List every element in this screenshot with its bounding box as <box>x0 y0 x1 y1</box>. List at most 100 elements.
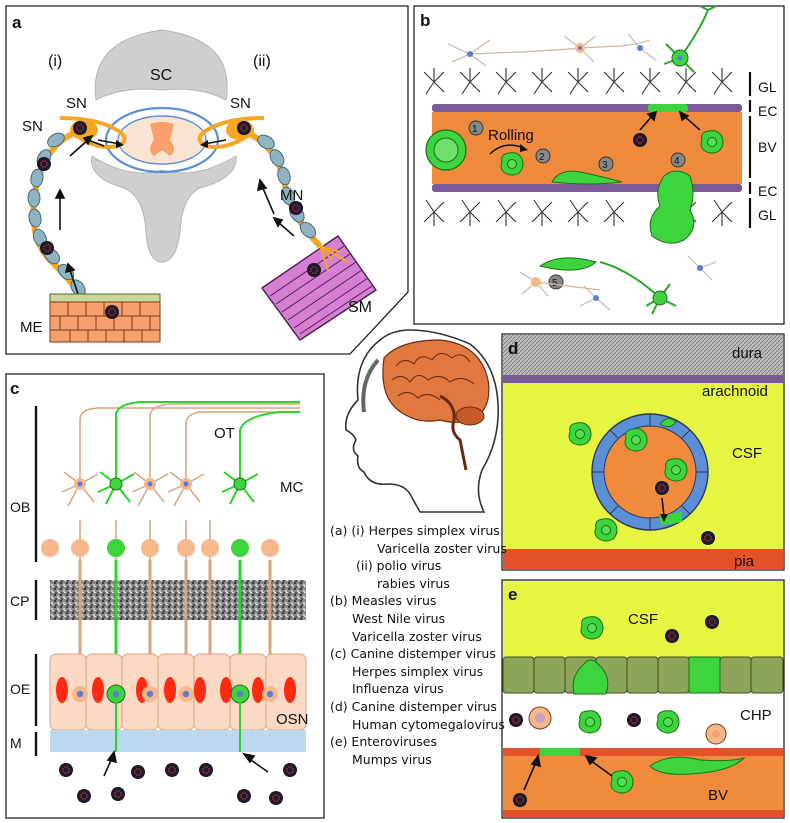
meninges-ring <box>104 106 220 174</box>
panel-b: b <box>413 5 785 325</box>
cell-chp-2 <box>705 723 727 745</box>
step-4-marker <box>670 152 686 168</box>
legend-line: Herpes simplex virus <box>352 663 484 679</box>
sm-label: SM <box>348 299 372 316</box>
mn-label: MN <box>280 187 303 204</box>
me-label: ME <box>20 319 43 336</box>
leukocyte-in-vessel-d <box>624 428 648 452</box>
infected-glomerulus-2 <box>231 539 249 557</box>
panel-a-letter: a <box>12 13 22 32</box>
skin-epithelium <box>49 301 161 343</box>
virus-left-axon-1 <box>36 156 52 172</box>
brain-folds <box>391 353 475 401</box>
legend-line: Varicella zoster virus <box>377 540 507 556</box>
cribriform-plate <box>50 580 306 620</box>
bv-label-e: BV <box>708 787 728 804</box>
right-nerve-root <box>197 116 265 149</box>
epidermis-top <box>49 293 161 303</box>
rolling-label: Rolling <box>488 127 534 144</box>
neurons-top-pale <box>447 33 657 67</box>
left-nerve-root <box>59 116 127 149</box>
adhered-leukocyte-e <box>649 756 746 775</box>
dura-label: dura <box>732 345 763 362</box>
cerebellum <box>455 406 485 426</box>
leukocyte-csf-e <box>580 616 604 640</box>
ob-label: OB <box>10 499 30 515</box>
csf-label-d: CSF <box>732 445 762 462</box>
choroid-plexus-epithelium <box>502 656 784 694</box>
sn-label-left: SN <box>22 118 43 135</box>
step-3-label: 3 <box>602 160 608 171</box>
legend-line: (c) Canine distemper virus <box>330 646 496 662</box>
gray-matter <box>150 122 174 156</box>
sn-label-left-top: SN <box>66 95 87 112</box>
blood-vessel-e <box>503 756 783 812</box>
infected-leukocyte-2 <box>500 152 524 176</box>
virus-left-axon-2 <box>39 240 55 256</box>
ec-bottom-label: EC <box>758 183 777 199</box>
glia-top-layer <box>423 68 733 95</box>
infected-leukocyte-vessel <box>700 130 724 154</box>
spinal-cord-dorsal-shape <box>94 29 228 101</box>
virus-chp-2 <box>626 712 642 728</box>
dura-layer <box>503 335 783 375</box>
panel-b-letter: b <box>420 11 430 30</box>
step-4-label: 4 <box>674 156 680 167</box>
olfactory-axons <box>78 560 272 660</box>
adhered-leukocyte <box>551 170 623 185</box>
panel-c-entry-arrows <box>103 750 269 777</box>
virus-chp-1 <box>508 712 524 728</box>
step-3-marker <box>598 156 614 172</box>
panel-e-letter: e <box>508 585 517 604</box>
csf-region-e <box>503 581 783 657</box>
vessel-wall-bottom-e <box>503 810 783 817</box>
mucus-layer <box>50 730 306 752</box>
legend-line: Influenza virus <box>352 681 444 697</box>
oe-label: OE <box>10 681 30 697</box>
panel-a: a (i) (ii) SC SN SN SN <box>5 5 409 355</box>
olfactory-epithelium <box>49 653 307 731</box>
sustentacular-nuclei <box>56 677 296 703</box>
virus-vessel <box>632 132 648 148</box>
panel-e: e CSF CHP <box>501 579 785 819</box>
infected-neuron-bottom <box>599 261 677 315</box>
legend-line: West Nile virus <box>352 610 446 626</box>
left-myelin-sheaths <box>27 132 86 297</box>
step-1-label: 1 <box>472 124 478 135</box>
leukocyte-chp-2 <box>656 710 680 734</box>
panel-e-arrows <box>523 754 613 791</box>
blood-vessel-lumen <box>432 112 742 184</box>
muscle-fibers <box>269 245 373 335</box>
panel-a-sub-i: (i) <box>48 53 62 70</box>
infected-neuron-top <box>663 5 717 73</box>
legend-line: (a) (i) Herpes simplex virus <box>330 523 500 538</box>
transmigrating-leukocyte <box>649 170 695 244</box>
chp-label: CHP <box>740 707 772 724</box>
arachnoid-label: arachnoid <box>702 383 768 400</box>
pia-label: pia <box>734 553 755 570</box>
ot-label: OT <box>214 425 235 442</box>
head-illustration <box>344 329 499 513</box>
mitral-cells-infected <box>97 401 300 505</box>
infected-osn <box>106 684 250 704</box>
vertebral-body-shape <box>91 155 237 263</box>
legend-line: (e) Enteroviruses <box>330 734 437 750</box>
infected-dendrites <box>115 702 241 752</box>
transmigrating-leukocyte-e <box>572 659 609 695</box>
brainstem <box>439 394 468 471</box>
arrow-d <box>661 497 665 517</box>
virus-csf-d <box>700 530 716 546</box>
panel-a-sub-ii: (ii) <box>253 53 271 70</box>
legend-line: rabies virus <box>377 575 450 591</box>
cp-label: CP <box>10 593 29 609</box>
neuron-nucleus <box>467 51 473 57</box>
right-transport-arrows <box>256 178 295 237</box>
gl-top-label: GL <box>758 79 777 95</box>
virus-csf-e2 <box>704 614 720 630</box>
csf-label-e: CSF <box>628 611 658 628</box>
bv-label: BV <box>758 139 777 155</box>
mc-label: MC <box>280 479 303 496</box>
infected-epithelial-cell <box>688 656 721 694</box>
